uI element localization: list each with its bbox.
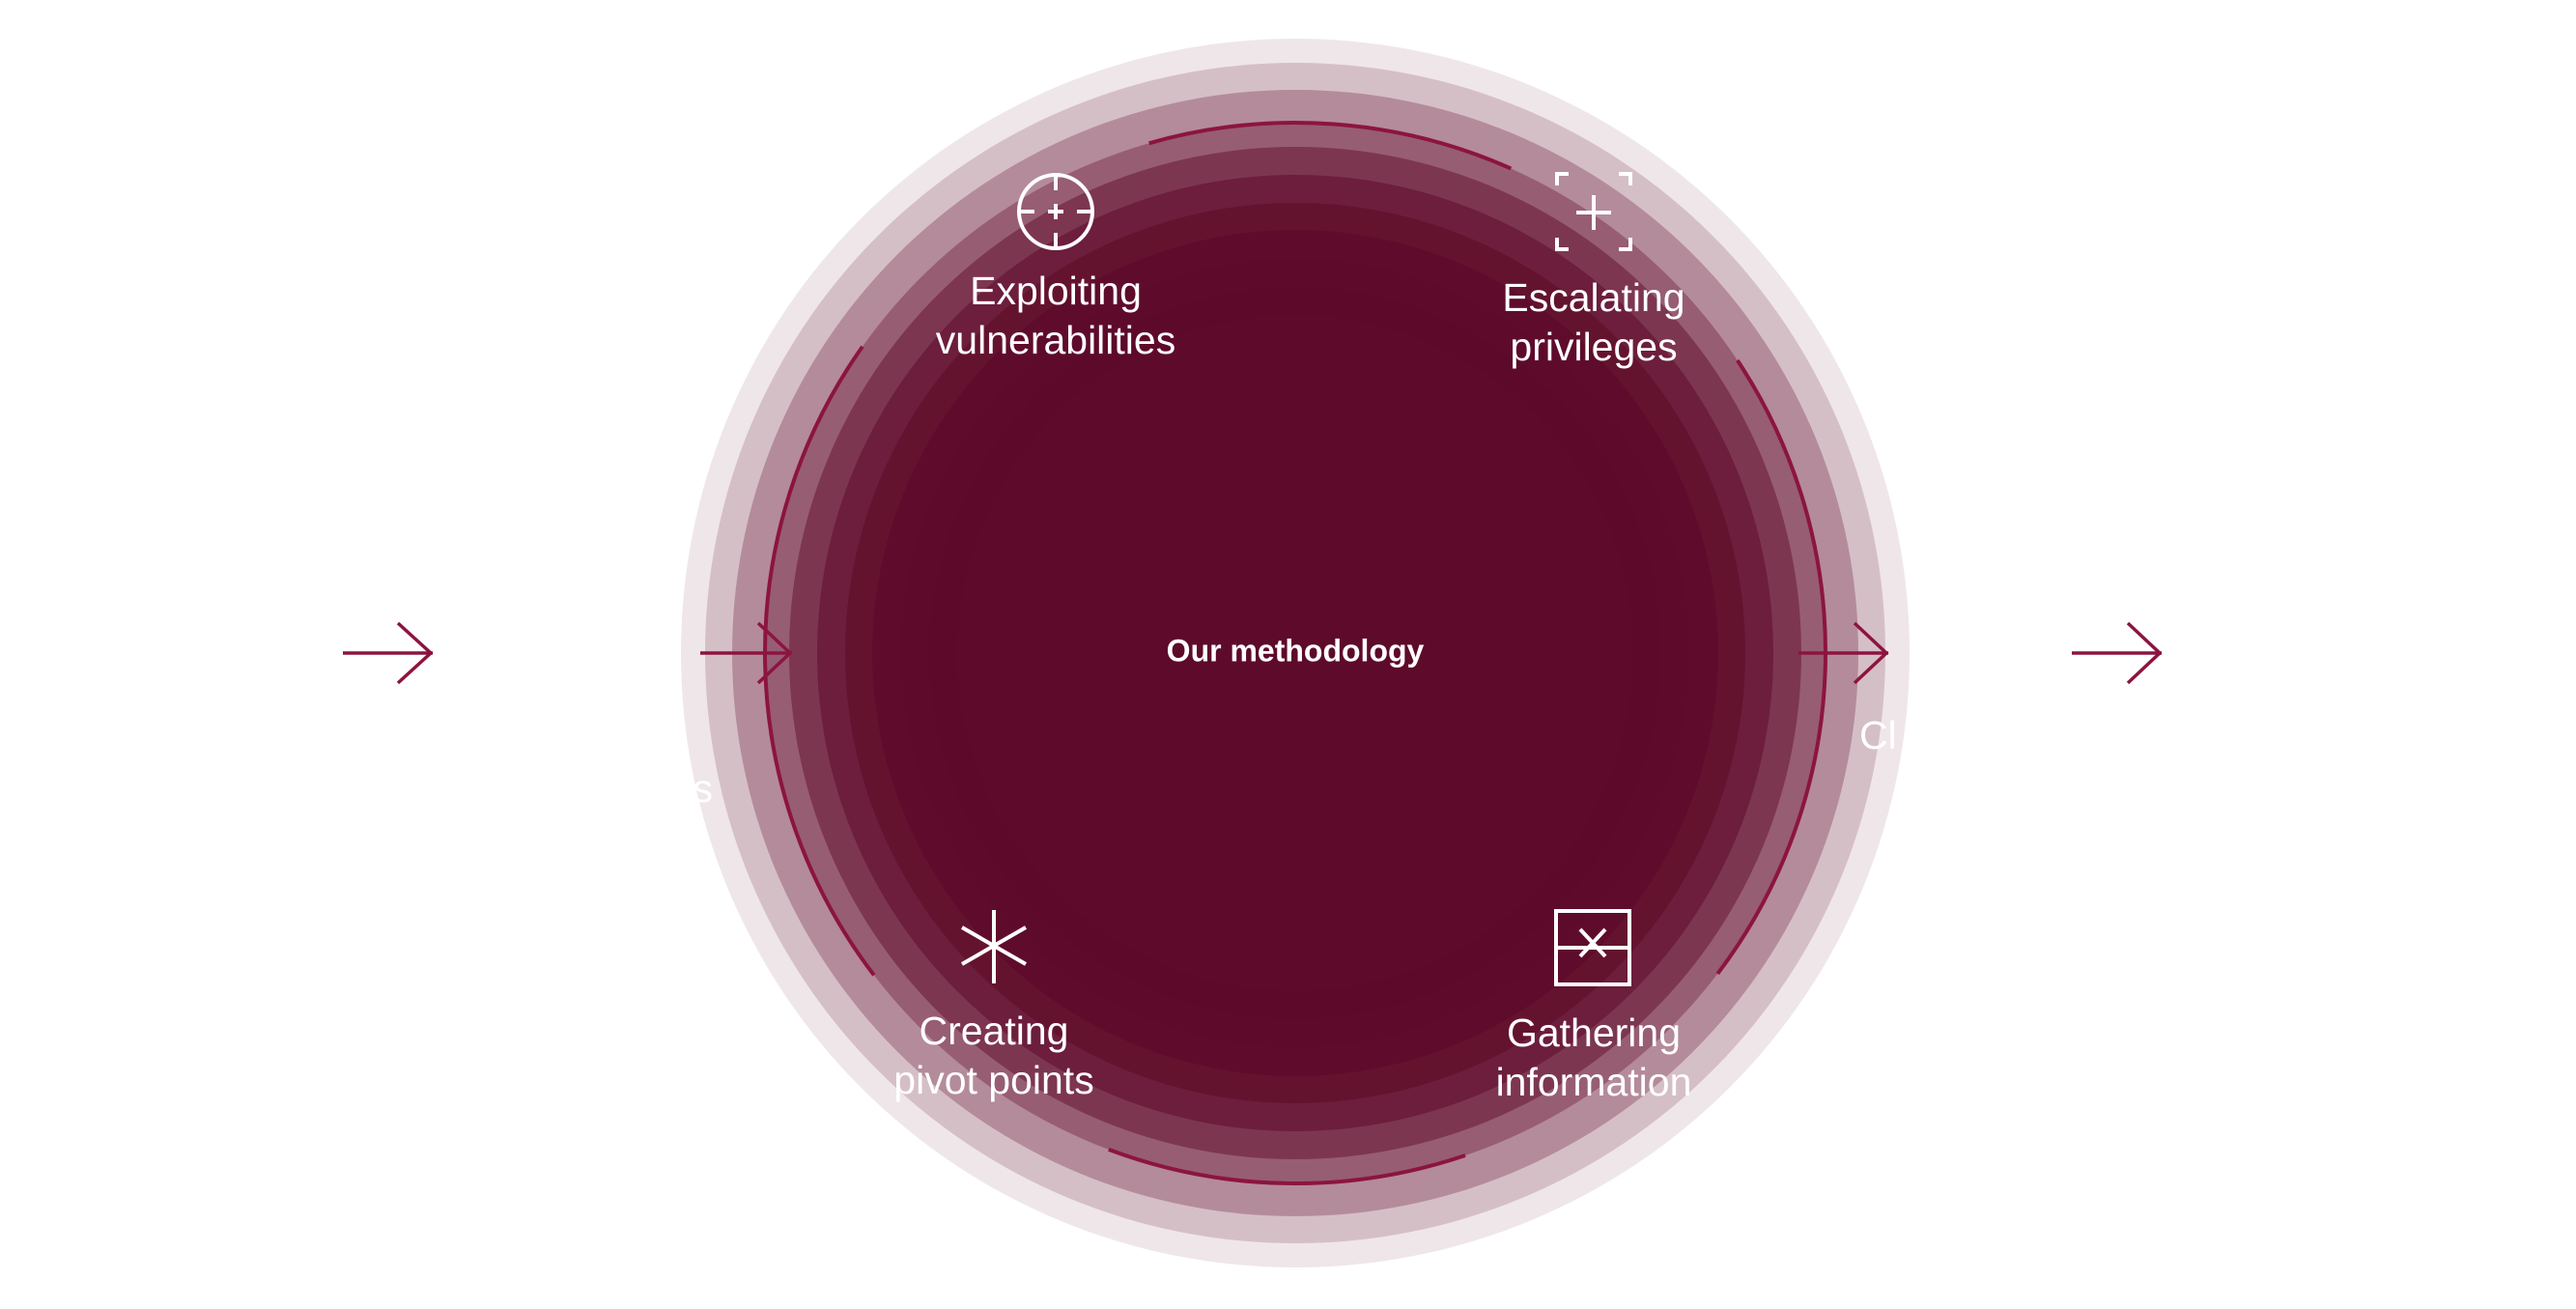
step-escalating-privileges: Escalating privileges [1502,172,1685,369]
core-circle [957,315,1633,991]
step-label-line1: Creating [920,1009,1069,1053]
expand-plus-icon [1555,172,1632,251]
center-title: Our methodology [1167,633,1425,668]
arrow-into-cycle [700,621,793,685]
cycle-arc [763,345,876,977]
step-label-line2: information [1496,1060,1692,1104]
step-label-line2: privileges [1510,325,1677,369]
step-label-line2: vulnerabilities [936,318,1175,362]
cycle-arcs [763,121,1827,1185]
asterisk-icon [961,910,1027,983]
step-creating-pivot-points: Creating pivot points [893,910,1094,1102]
right-hidden-label: Cl [1859,713,1897,757]
step-label-line1: Gathering [1507,1010,1681,1055]
cycle-arc [1148,121,1513,171]
step-gathering-information: Gathering information [1496,909,1692,1104]
step-exploiting-vulnerabilities: Exploiting vulnerabilities [936,173,1175,362]
cycle-arc [1108,1148,1466,1185]
arrow-out-of-cycle [1798,621,1889,685]
crosshair-icon [1017,173,1094,250]
cycle-arc [1715,358,1827,976]
box-x-icon [1554,909,1631,986]
arrow-far-left [343,621,434,685]
arrow-far-right [2072,621,2163,685]
left-hidden-label: s [694,766,714,811]
step-label-line2: pivot points [893,1058,1093,1102]
step-label-line1: Escalating [1502,275,1684,320]
step-label-line1: Exploiting [970,269,1142,313]
